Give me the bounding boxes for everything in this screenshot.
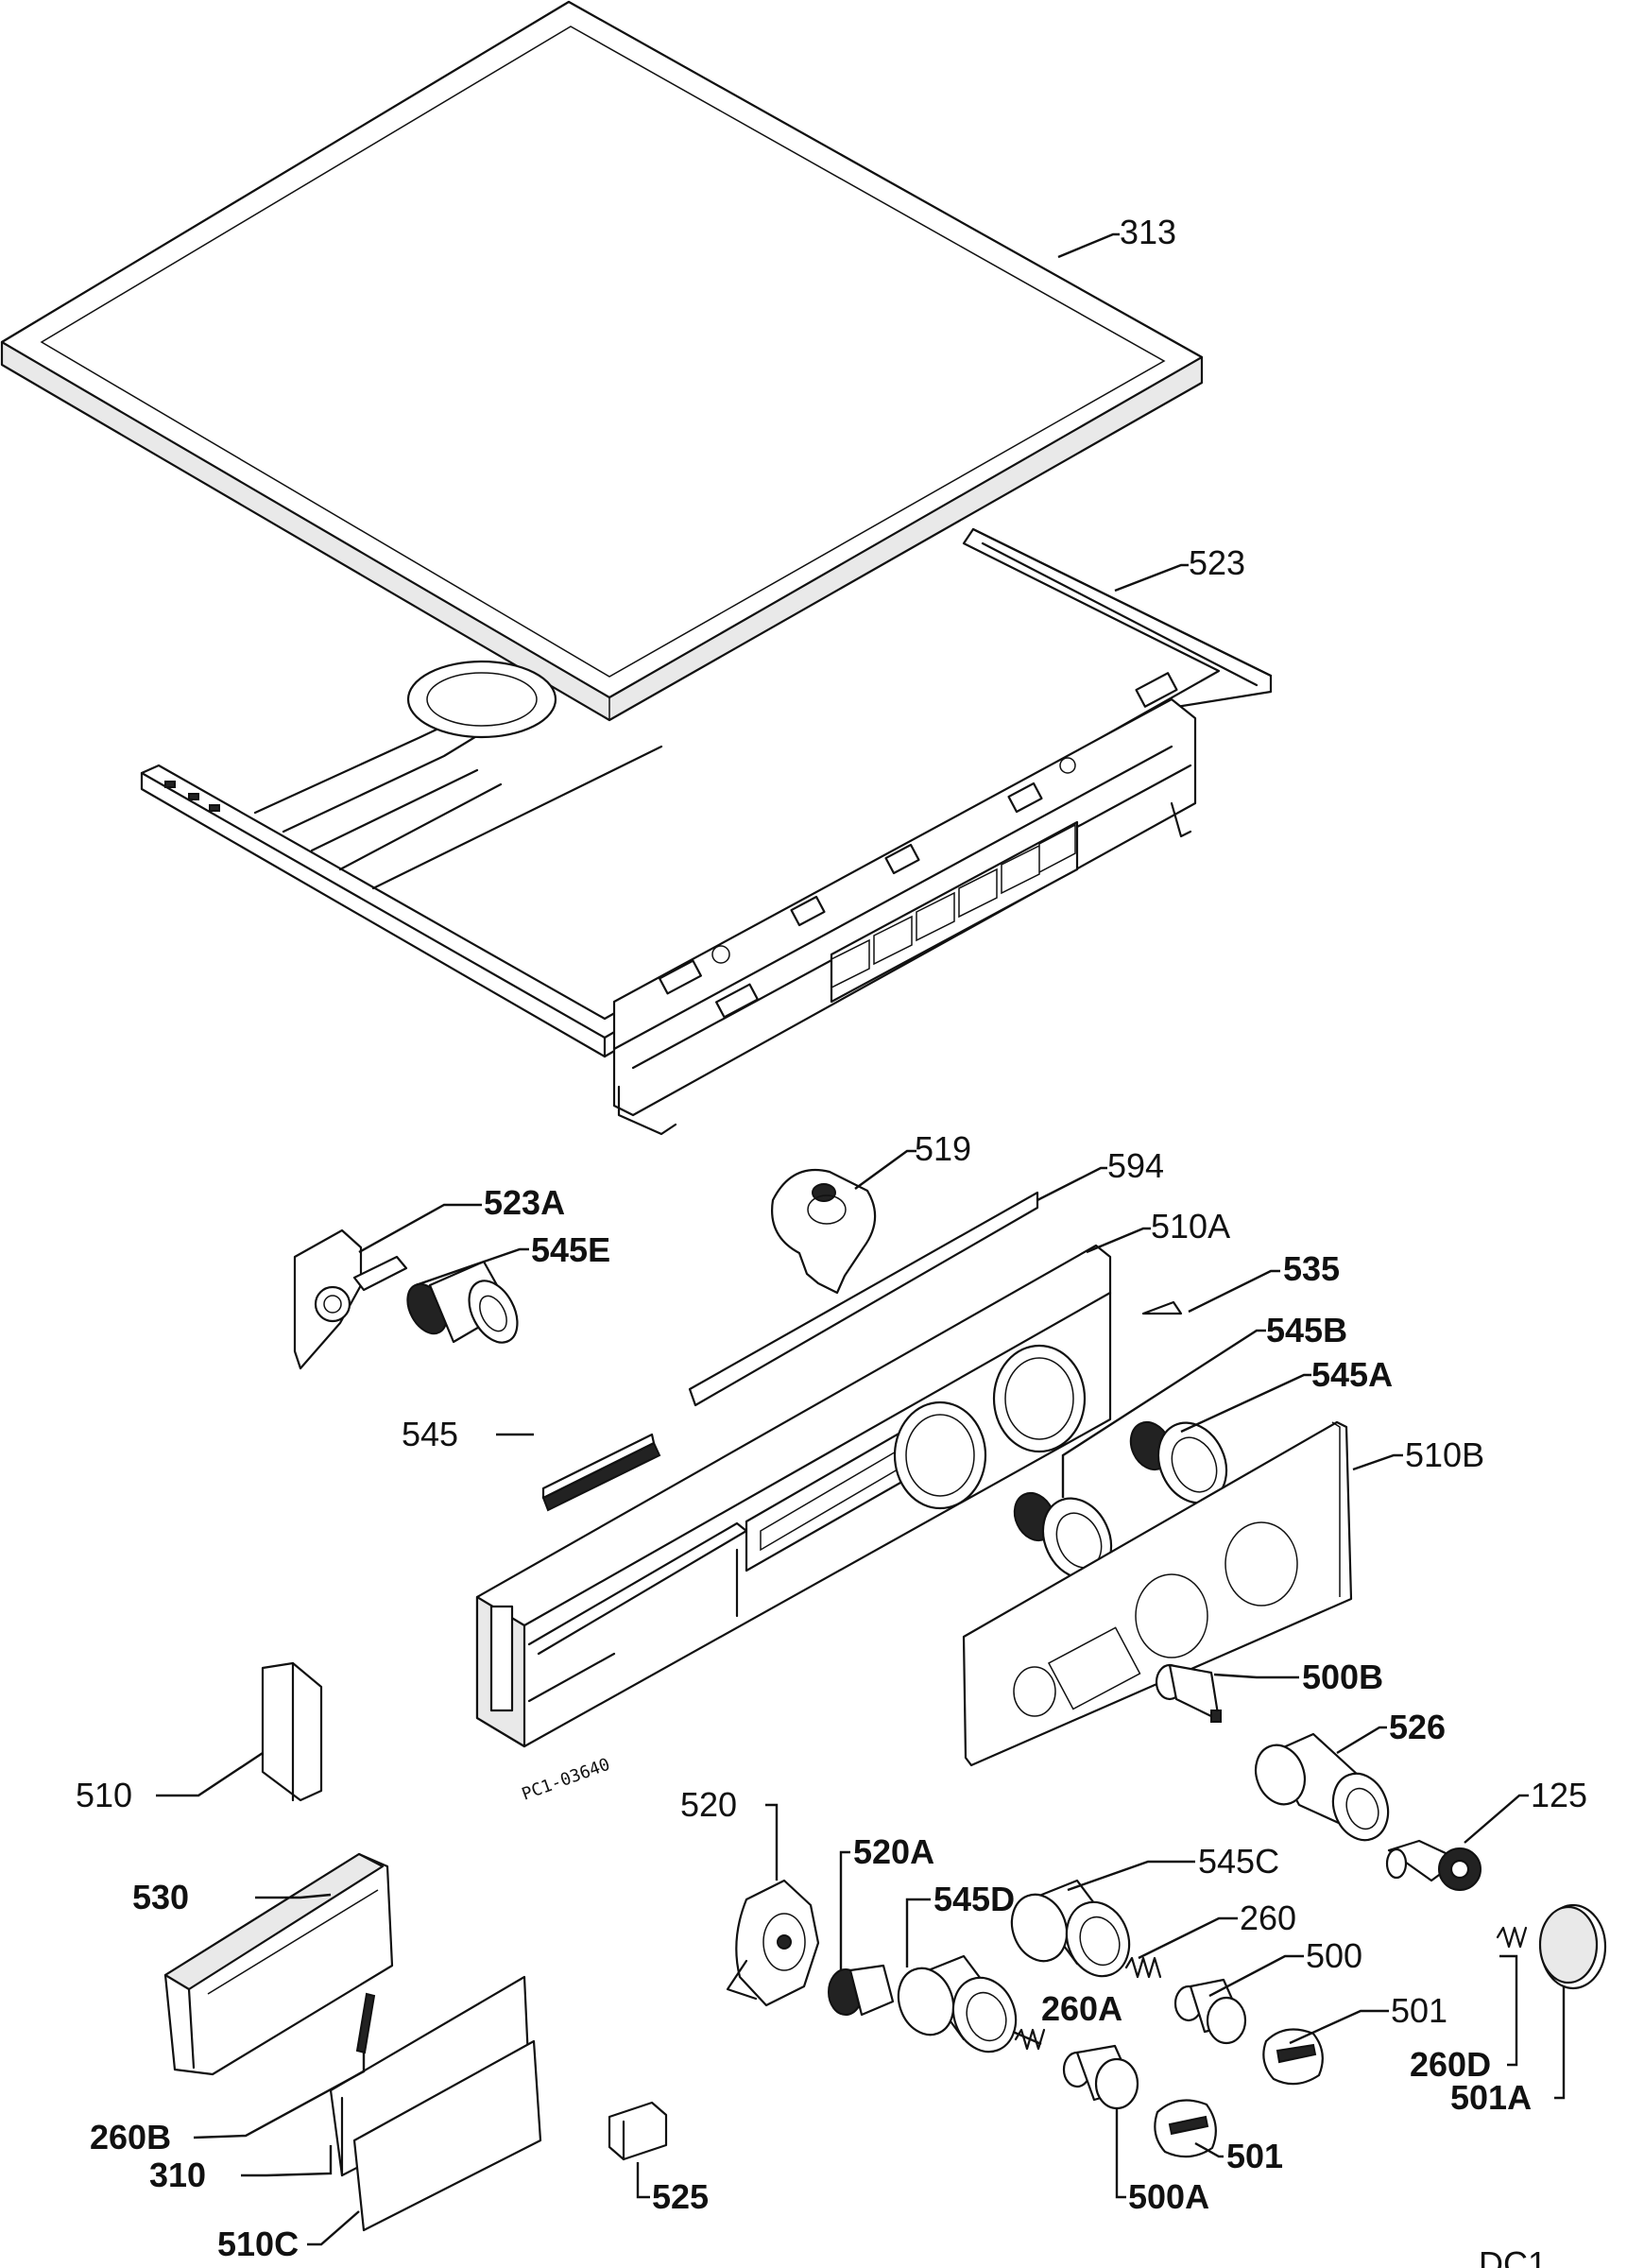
part-545d-ring <box>897 1954 1018 2053</box>
label-545d: 545D <box>933 1880 1015 1918</box>
label-520a: 520A <box>853 1832 934 1871</box>
label-501a: 501A <box>1450 2078 1532 2117</box>
part-525-block <box>608 2101 668 2161</box>
part-260d-spring <box>1496 1926 1528 1949</box>
label-526: 526 <box>1389 1708 1446 1746</box>
label-500: 500 <box>1306 1936 1362 1975</box>
corner-code: DC1 <box>1479 2244 1547 2268</box>
part-545-bar <box>541 1433 661 1512</box>
part-523-frame <box>140 527 1273 1136</box>
label-510b: 510B <box>1405 1435 1484 1474</box>
label-510c: 510C <box>217 2225 299 2263</box>
label-500b: 500B <box>1302 1658 1383 1696</box>
part-594-rod <box>688 1191 1039 1407</box>
label-545b: 545B <box>1266 1311 1347 1349</box>
part-313-worktop <box>0 0 1204 722</box>
part-510c-cover <box>352 2039 542 2232</box>
honeycomb-mesh <box>831 823 1076 989</box>
label-545a: 545A <box>1311 1355 1393 1394</box>
label-525: 525 <box>652 2177 709 2216</box>
label-519: 519 <box>915 1129 971 1168</box>
label-594: 594 <box>1107 1146 1164 1185</box>
label-545e: 545E <box>531 1230 610 1269</box>
label-260a: 260A <box>1041 1989 1122 2028</box>
label-530: 530 <box>132 1878 189 1916</box>
part-545a-ring <box>1129 1420 1228 1504</box>
label-260b: 260B <box>90 2118 171 2156</box>
label-500a: 500A <box>1128 2177 1209 2216</box>
label-260: 260 <box>1240 1899 1296 1937</box>
label-523: 523 <box>1189 543 1245 582</box>
label-520: 520 <box>680 1785 737 1824</box>
part-500a-shaft <box>1062 2044 1139 2110</box>
label-545: 545 <box>402 1415 458 1453</box>
part-501a-cap <box>1538 1903 1607 1990</box>
label-510a: 510A <box>1151 1207 1230 1246</box>
part-510-corner <box>261 1661 323 1802</box>
part-260b-clip <box>355 1992 376 2054</box>
part-501-knob-lower <box>1154 2099 1217 2158</box>
part-545e-knob <box>406 1260 519 1344</box>
part-125-shaft <box>1385 1839 1481 1891</box>
part-519-bracket <box>771 1168 877 1295</box>
part-500-shaft <box>1173 1978 1247 2045</box>
part-535-tab <box>1141 1300 1183 1315</box>
label-310: 310 <box>149 2156 206 2194</box>
leader-lines <box>156 232 1566 2246</box>
part-545c-ring <box>1010 1879 1131 1978</box>
part-labels: 313 523 519 594 523A 545E 510A 535 545B … <box>76 213 1587 2263</box>
label-501-lower: 501 <box>1226 2137 1283 2175</box>
part-501-knob-upper <box>1262 2028 1324 2086</box>
part-510b-faceplate <box>962 1420 1353 1767</box>
label-501-upper: 501 <box>1391 1991 1447 2030</box>
part-523a-bracket <box>293 1228 408 1370</box>
label-510: 510 <box>76 1776 132 1814</box>
part-520-bracket <box>726 1879 820 2007</box>
drawing-number-stamp: PC1-03640 <box>520 1755 613 1805</box>
part-510a-panel <box>475 1244 1112 1748</box>
part-500b-shaft <box>1155 1663 1222 1723</box>
part-520a-gear <box>828 1964 895 2017</box>
label-125: 125 <box>1531 1776 1587 1814</box>
part-260-spring <box>1124 1956 1162 1979</box>
part-545b-ring <box>1013 1491 1113 1580</box>
part-526-sleeve <box>1254 1732 1390 1842</box>
label-523a: 523A <box>484 1183 565 1222</box>
label-260d: 260D <box>1410 2045 1491 2084</box>
label-313: 313 <box>1120 213 1176 251</box>
part-530-handle <box>163 1852 394 2076</box>
label-545c: 545C <box>1198 1842 1279 1881</box>
label-535: 535 <box>1283 1249 1340 1288</box>
